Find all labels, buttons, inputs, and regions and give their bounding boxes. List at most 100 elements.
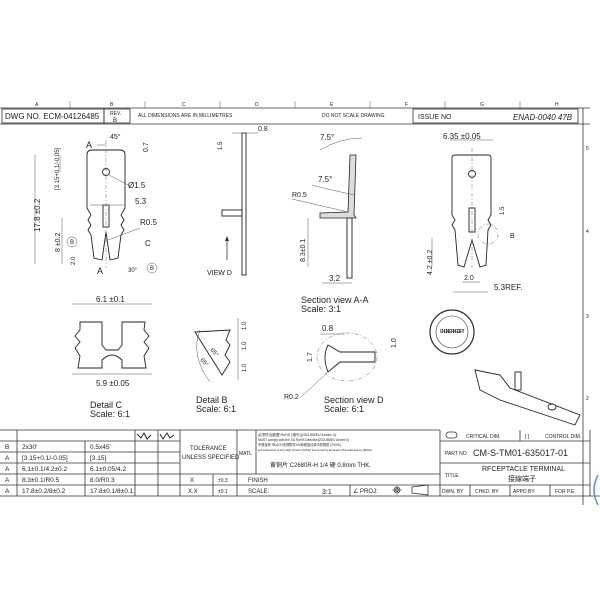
signoff-approved: APPD BY (513, 489, 535, 495)
revision-rev: A (5, 455, 10, 462)
view-d-label: VIEW D (207, 270, 232, 277)
signoff-drawn: DWN. BY (442, 489, 464, 495)
part-no-label: PART NO. (445, 451, 468, 457)
dimension-label: 17.8 ±0.2 (33, 198, 42, 232)
detail-b-callout: B (510, 233, 515, 240)
row-markers: 5 4 3 2 (582, 108, 589, 505)
dimension-label: 0.8 (322, 324, 334, 333)
stamp-text: ENGINEERING DEPT. (440, 329, 465, 335)
column-letter: A (35, 102, 39, 108)
units-note: ALL DIMENSIONS ARE IN MILLIMETRES (138, 113, 233, 119)
datum-b: B (70, 240, 74, 246)
column-letter: H (555, 102, 559, 108)
revision-rev: A (5, 477, 10, 484)
tolerance-key: X.X (188, 489, 198, 495)
issue-handwritten: ENAD-0040 47B (513, 113, 573, 122)
dimension-label: 5.3REF. (494, 283, 522, 292)
third-angle-projection-icon (392, 484, 429, 496)
section-d-label: Section view D (324, 395, 384, 405)
column-letter: C (182, 102, 186, 108)
dimension-label: 1.0 (242, 341, 248, 350)
revision-from: 2x30' (22, 444, 37, 451)
dimension-label: 1.7 (307, 352, 314, 362)
dimension-label: 5.3 (135, 197, 147, 206)
detail-c-label: Detail C (90, 400, 123, 410)
dimension-label: R0.2 (284, 394, 299, 401)
dimension-label: 2.0 (71, 256, 77, 265)
detail-b: 1.0 1.0 1.0 65° 65° Detail B Scale: 6:1 (194, 318, 248, 414)
tolerance-sub: UNLESS SPECIFIED (182, 455, 240, 461)
section-d-scale: Scale: 6:1 (324, 404, 364, 414)
revision-to: [3.15] (90, 455, 106, 462)
dimension-label: 1.0 (242, 321, 248, 330)
column-letter: G (480, 102, 484, 108)
tolerance-block: TOLERANCE UNLESS SPECIFIED MATL X ±0.3 X… (182, 430, 441, 496)
dimension-label: 6.35 ±0.05 (443, 132, 481, 141)
row-number: 3 (586, 314, 589, 320)
dimension-label: 1.0 (242, 363, 248, 372)
tolerance-value: ±0.1 (218, 489, 228, 495)
row-number: 2 (586, 396, 589, 402)
section-a-a-scale: Scale: 3:1 (301, 304, 341, 314)
section-a-a: 7.5° 7.5° R0.5 8.3±0.1 3.2 Section view … (291, 133, 369, 314)
row-number: 4 (586, 229, 589, 235)
dimension-label: 8.3±0.1 (300, 239, 307, 262)
drawing-number: DWG NO. ECM-04126485 (5, 112, 100, 121)
datum-b: B (150, 266, 154, 272)
rev-value: B (113, 118, 117, 124)
projection-label: ∠ PROJ: (353, 488, 378, 495)
dimension-label: 0.8 (258, 126, 268, 133)
scale-label: SCALE: (248, 489, 270, 495)
dimension-label: 3.2 (329, 274, 341, 283)
column-letter: F (405, 102, 408, 108)
dimension-label: 1.5 (218, 141, 224, 150)
signoff-checked: CHKD. BY (475, 489, 499, 495)
blue-mark (593, 474, 599, 506)
title-english: RFCEPTACLE TERMINAL (482, 466, 565, 473)
dimension-label: 0.7 (143, 142, 150, 152)
row-number: 5 (586, 146, 589, 152)
handwritten-signature (136, 431, 175, 440)
revision-table (0, 429, 600, 497)
dimension-label: 65° (208, 347, 219, 358)
revision-rev: A (5, 466, 10, 473)
dimension-label: 30° (128, 268, 138, 274)
header-bar: DWG NO. ECM-04126485 REV. B ALL DIMENSIO… (0, 107, 590, 125)
dimension-label: R0.5 (292, 192, 307, 199)
revision-to: 6.1±0.05/4.2 (90, 466, 126, 473)
revision-from: [3.15+0.1/-0.05] (22, 455, 68, 462)
issue-label: ISSUE NO (418, 114, 452, 121)
scale-value: 3:1 (322, 489, 332, 496)
section-cut-label: A (97, 266, 103, 276)
section-a-a-label: Section view A-A (301, 295, 369, 305)
dimension-label: 65° (198, 357, 209, 368)
signoff-pe: FOR P.E. (555, 489, 576, 495)
dimension-label: 45° (110, 133, 121, 141)
tolerance-value: ±0.3 (218, 478, 228, 484)
detail-c-scale: Scale: 6:1 (90, 409, 130, 419)
dimension-label: 1.0 (391, 338, 398, 348)
revision-to: 17.8±0.1/8±0.1 (90, 488, 134, 495)
part-number: CM-S-TM01-635017-01 (473, 448, 568, 458)
title-block: CRITICAL DIM. [ ] CONTROL DIM. PART NO. … (440, 430, 599, 506)
revision-from: 8.3±0.1/R0.5 (22, 477, 60, 484)
dimension-label: 4.2 ±0.2 (427, 250, 434, 275)
section-cut-label: A (86, 140, 92, 150)
dimension-label: 7.5° (318, 175, 332, 184)
finish-label: FINISH (248, 478, 268, 484)
detail-c: 6.1 ±0.1 5.9 ±0.05 Detail C Scale: 6:1 (72, 295, 152, 419)
column-letter: E (330, 102, 334, 108)
material-spec: 黄铜片 C2680R-H 1/4 硬 0.8mm THK. (270, 461, 371, 469)
dimension-label: 5.9 ±0.05 (96, 379, 130, 388)
revision-from: 6.1±0.1/4.2±0.2 (22, 466, 67, 473)
section-d: 0.8 1.7 1.0 R0.2 Section view D Scale: 6… (284, 324, 398, 414)
dimension-label: 8 ±0.2 (55, 232, 62, 252)
column-letter: D (255, 102, 259, 108)
dimension-label: 6.1 ±0.1 (96, 295, 125, 304)
isometric-view (474, 369, 581, 426)
column-letter: B (110, 102, 114, 108)
rohs-note: and substances of Very High Concern (SVH… (258, 448, 372, 452)
dimension-label: 2.0 (464, 275, 474, 282)
rohs-note: MUST comply with the EU RoHS Directive(2… (258, 438, 349, 442)
rohs-note: 必须符合欧盟 RoHS (指令)(2011/65/EU Annex II) (258, 432, 336, 437)
